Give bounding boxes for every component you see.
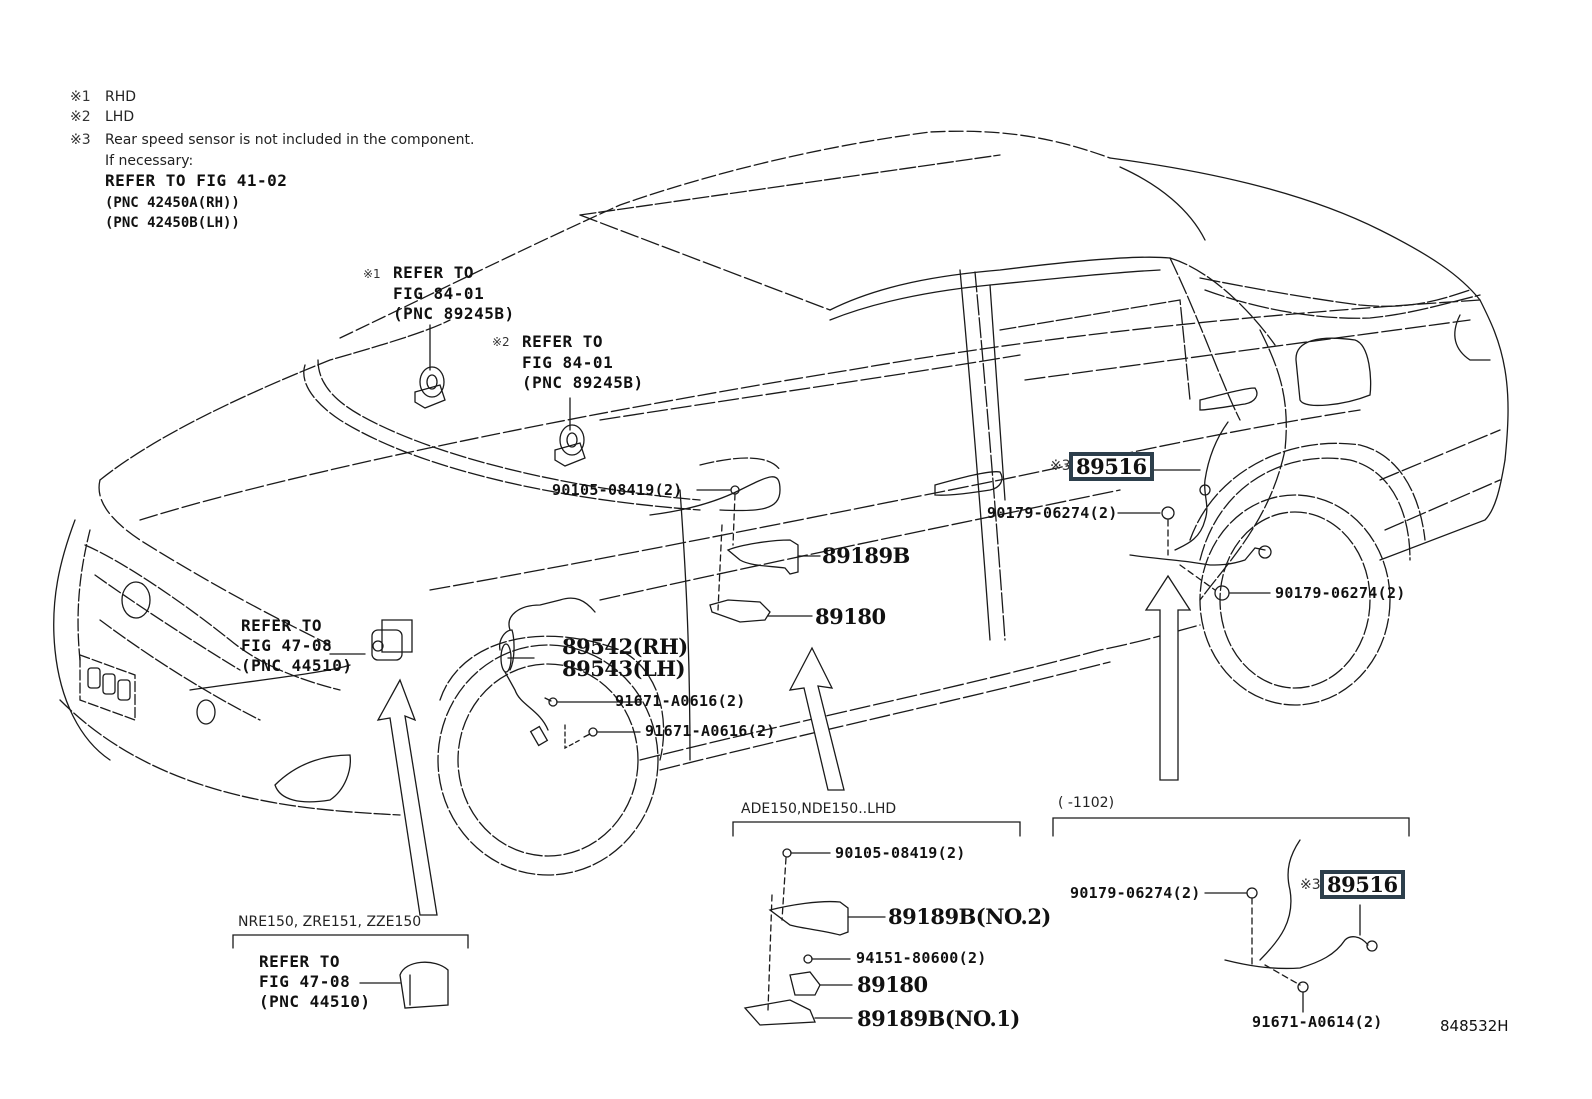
- yaw-rhd-fig[interactable]: FIG 84-01: [393, 284, 485, 303]
- actuator-pnc: (PNC 44510): [241, 656, 353, 675]
- part-90105-08419[interactable]: 90105-08419(2): [552, 481, 683, 499]
- front-speed-sensor: [500, 598, 640, 748]
- variant-engine-refer[interactable]: REFER TO: [259, 952, 341, 971]
- part-91671-a0616-upper[interactable]: 91671-A0616(2): [615, 692, 746, 710]
- note-mark-2: ※2: [70, 109, 91, 125]
- yaw-rhd-mark: ※1: [363, 267, 381, 281]
- variant-early-nut[interactable]: 90179-06274(2): [1070, 884, 1201, 902]
- car-body-outline: [54, 131, 1508, 875]
- variant-engine-title: NRE150, ZRE151, ZZE150: [238, 914, 422, 930]
- note-if-necessary: If necessary:: [105, 153, 194, 169]
- yaw-rate-sensor-rhd: [415, 325, 445, 408]
- note-refer-fig-41-02[interactable]: REFER TO FIG 41-02: [105, 171, 288, 190]
- part-89180[interactable]: 89180: [815, 604, 886, 629]
- part-90179-06274-upper[interactable]: 90179-06274(2): [987, 504, 1118, 522]
- part-89516-highlighted[interactable]: 89516: [1069, 452, 1154, 481]
- variant-box-early-frame: [1053, 818, 1409, 1012]
- variant-early-harness-89516-highlighted[interactable]: 89516: [1320, 870, 1405, 899]
- part-89542-rh[interactable]: 89542(RH): [562, 634, 688, 659]
- variant-box-lhd-frame: [733, 822, 1020, 1025]
- note-text-lhd: LHD: [105, 109, 135, 125]
- part-90179-06274-lower[interactable]: 90179-06274(2): [1275, 584, 1406, 602]
- variant-engine-fig[interactable]: FIG 47-08: [259, 972, 351, 991]
- variant-engine-pnc: (PNC 44510): [259, 992, 371, 1011]
- variant-lhd-bolt[interactable]: 90105-08419(2): [835, 844, 966, 862]
- yaw-rate-sensor-lhd: [555, 398, 585, 466]
- yaw-lhd-pnc: (PNC 89245B): [522, 373, 644, 392]
- yaw-lhd-refer[interactable]: REFER TO: [522, 332, 604, 351]
- pointer-arrow-rear-harness: [1146, 576, 1190, 780]
- sensor-bracket-assembly: [697, 486, 820, 622]
- variant-early-title: ( -1102): [1058, 795, 1115, 811]
- rear-speed-sensor-harness: [1118, 422, 1271, 600]
- pointer-arrow-lhd-bracket: [790, 648, 844, 790]
- variant-lhd-cover-no2[interactable]: 89189B(NO.2): [888, 904, 1051, 929]
- yaw-rhd-refer[interactable]: REFER TO: [393, 263, 475, 282]
- yaw-rhd-pnc: (PNC 89245B): [393, 304, 515, 323]
- note-mark-3: ※3: [70, 132, 91, 148]
- yaw-lhd-fig[interactable]: FIG 84-01: [522, 353, 614, 372]
- actuator-fig[interactable]: FIG 47-08: [241, 636, 333, 655]
- yaw-lhd-mark: ※2: [492, 335, 510, 349]
- rear-harness-mark: ※3: [1050, 458, 1071, 474]
- variant-early-bolt[interactable]: 91671-A0614(2): [1252, 1013, 1383, 1031]
- variant-lhd-title: ADE150,NDE150..LHD: [741, 801, 897, 817]
- variant-box-engine-frame: [233, 935, 468, 1008]
- abs-actuator: [330, 620, 412, 660]
- variant-lhd-module[interactable]: 89180: [857, 972, 928, 997]
- variant-early-harness-mark: ※3: [1300, 877, 1321, 893]
- variant-lhd-nut[interactable]: 94151-80600(2): [856, 949, 987, 967]
- variant-lhd-cover-no1[interactable]: 89189B(NO.1): [857, 1006, 1020, 1031]
- drawing-number: 848532H: [1440, 1017, 1509, 1035]
- pointer-arrow-actuator: [378, 680, 437, 915]
- actuator-refer[interactable]: REFER TO: [241, 616, 323, 635]
- note-pnc-lh: (PNC 42450B(LH)): [105, 215, 240, 231]
- note-pnc-rh: (PNC 42450A(RH)): [105, 195, 240, 211]
- part-89543-lh[interactable]: 89543(LH): [562, 656, 686, 681]
- part-91671-a0616-lower[interactable]: 91671-A0616(2): [645, 722, 776, 740]
- part-89189b[interactable]: 89189B: [822, 543, 910, 568]
- note-mark-1: ※1: [70, 89, 91, 105]
- note-text-rhd: RHD: [105, 89, 137, 105]
- note-text-rear-sensor: Rear speed sensor is not included in the…: [105, 132, 475, 148]
